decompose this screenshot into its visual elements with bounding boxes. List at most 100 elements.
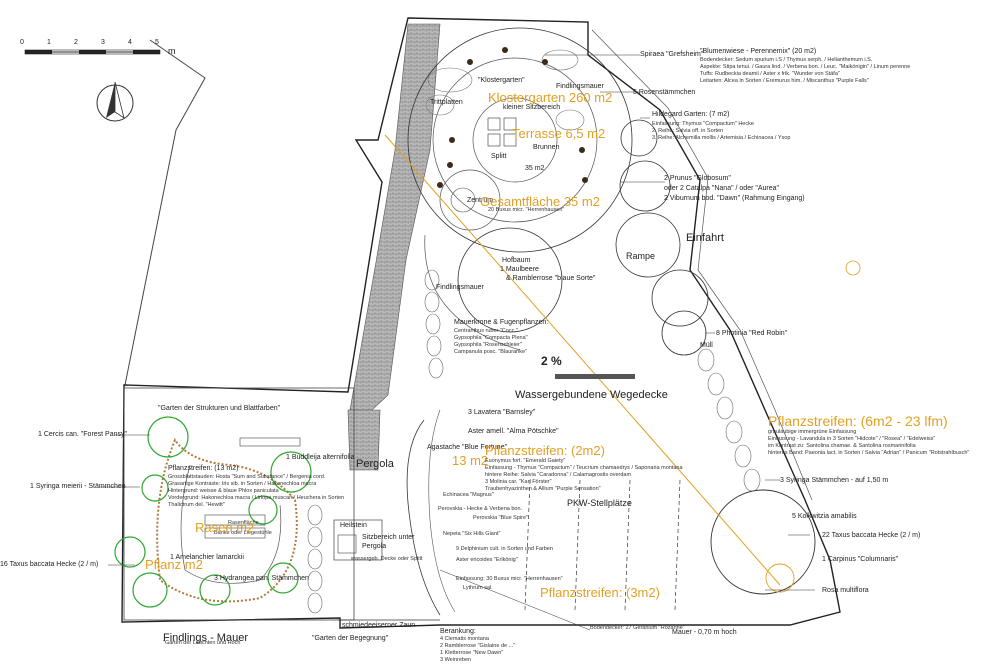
label-molinia: 3 Molinia car. "Karl Förster" [485, 479, 552, 485]
berankung-item: 3 Weinreben [440, 657, 472, 663]
scale-bar [24, 49, 161, 55]
label-findlings-mauer: Findlings - Mauer [163, 632, 248, 644]
label-mauer-070: Mauer - 0,70 m hoch [672, 629, 737, 636]
left-line: Thalictrum del. "Hewitt" [168, 502, 225, 508]
label-pergola: Pergola [356, 458, 394, 470]
berankung-lines: 4 Clematis montana 2 Ramblerrose "Gislai… [440, 636, 515, 664]
hildegard-line: 3. Reihe: Alchemilla mollis / Artemisia … [652, 135, 791, 141]
hildegard-lines: Einfassung: Thymus "Compactum" Hecke 2. … [652, 121, 790, 142]
label-einfassung-mid: Einfassung - Thymus "Compactum" / Teucri… [485, 465, 683, 471]
left-line: Hintergrund: weisse & blaue Phlox panicu… [168, 488, 279, 494]
left-garden-lines: Grossblattstauden: Hosta "Sum and Substa… [168, 474, 344, 509]
label-catalpa: oder 2 Catalpa "Nana" / oder "Aurea" [664, 185, 780, 192]
left-line: Grasartige Kontraste: Iris sib. in Sorte… [168, 481, 317, 487]
label-sitzbereich2: Pergola [362, 543, 387, 550]
scale-tick-4: 4 [128, 39, 132, 46]
leader-lines [100, 54, 815, 631]
label-lavatera: 3 Lavatera "Barnsley" [468, 409, 536, 416]
label-berankung-title: Berankung: [440, 628, 476, 635]
label-kolkwitzia: 5 Kolkwitzia amabilis [792, 513, 857, 520]
berankung-item: 1 Kletterrose "New Dawn" [440, 650, 504, 656]
berankung-item: 4 Clematis montana [440, 636, 489, 642]
blumen-line: Aspekte: Stipa tenui. / Gaura lind. / Ve… [700, 64, 911, 70]
label-wassergeb: wassergeb. Decke oder Splitt [351, 556, 423, 562]
label-pflanzstreifen-2m2: Pflanzstreifen: (2m2) [485, 443, 605, 458]
label-area35: 35 m2 [525, 165, 545, 172]
ps6-line: im Kontrast zu: Santolina chamae. & Sant… [768, 443, 916, 449]
label-zentrum-sub: 20 Buxus micr. "Herrenhausen" [488, 207, 565, 213]
label-klostergarten: "Klostergarten" [478, 77, 525, 84]
label-garten-strukturen: "Garten der Strukturen und Blattfarben" [158, 405, 281, 412]
label-ramblerrose: & Ramblerrose "blaue Sorte" [506, 275, 596, 282]
label-euonymus: Euonymus fort. "Emerald Gaiety" [485, 458, 566, 464]
label-einfassung30: Einfassung: 30 Buxus micr. "Herrenhausen… [456, 576, 563, 582]
north-arrow-icon [96, 81, 134, 122]
property-boundary [121, 17, 841, 629]
label-prunus: 2 Prunus "Globosum" [664, 175, 731, 182]
label-pflanzstreifen-left: Pflanzstreifen: (13 m2) [168, 465, 239, 472]
label-taxus-left: 16 Taxus baccata Hecke (2 / m) [0, 561, 99, 568]
scale-tick-5: 5 [155, 39, 159, 46]
label-m2-13: 13 m2 [452, 453, 489, 468]
blumen-line: Tuffs: Rudbeckia deamii / Aster x frik. … [700, 71, 840, 77]
blumen-line: Bodendecker: Sedum spurium i.S / Thymus … [700, 57, 873, 63]
ps6-line: hinteres Band: Paeonia lact. in Sorten /… [768, 450, 970, 456]
label-maulbeere: 1 Maulbeere [500, 266, 539, 273]
label-hildegard: Hildegard Garten: (7 m2) [652, 111, 730, 118]
label-garten-leuchten: "Garten der Leuchten und Hoch [163, 640, 241, 646]
left-garden [123, 387, 355, 621]
scale-tick-2: 2 [74, 39, 78, 46]
label-rosenstaemmchen: 5 Rosenstämmchen [633, 89, 696, 96]
tree-circles-green [114, 416, 312, 608]
label-cercis: 1 Cercis can. "Forest Pansy" [38, 431, 128, 438]
ps6-line: graulaubige immergrüne Einfassung [768, 429, 857, 435]
parking-lines [524, 479, 681, 611]
label-muell: Müll [700, 342, 713, 349]
label-photinia: 8 Photinia "Red Robin" [716, 330, 788, 337]
label-traubenhyazinthen: Traubenhyazinthen & Allium "Purple Sensa… [485, 486, 601, 492]
label-syringa-left: 1 Syringa meierii - Stämmchen [30, 483, 126, 490]
label-brunnen: Brunnen [533, 144, 560, 151]
label-rampe: Rampe [626, 251, 656, 261]
label-findlingsmauer-top: Findlingsmauer [556, 83, 604, 90]
label-viburnum: 2 Viburnum bod. "Dawn" (Rahmung Eingang) [664, 195, 805, 202]
scale-unit: m [168, 46, 176, 56]
label-perovskia1: Perovskia - Hecke & Verbena bon. [438, 506, 523, 512]
left-line: Grossblattstauden: Hosta "Sum and Substa… [168, 474, 326, 480]
mauerkrone-lines: Centranthus ruber "Cocc." Gypsophila "Co… [454, 328, 528, 356]
shrub-dots [437, 47, 588, 188]
label-pkw: PKW-Stellplätze [567, 498, 632, 508]
label-hofbaum: Hofbaum [502, 257, 531, 264]
mauerkrone-item: Campanula posc. "Blauranke" [454, 349, 528, 355]
label-echinacea: Echinacea "Magnus" [443, 492, 494, 498]
label-baenke: Bänke oder Liegestühle [214, 530, 272, 536]
label-delphinium: 9 Delphinium cult. in Sorten und Farben [456, 546, 553, 552]
label-syringa-right: 3 Syringa Stämmchen - auf 1,50 m [780, 477, 889, 484]
label-hydrangea: 3 Hydrangea pan. Stämmchen [214, 575, 309, 582]
label-rasenflaeche: Rasenfläche [228, 520, 259, 526]
scale-tick-1: 1 [47, 39, 51, 46]
label-trittplatten: Trittplatten [430, 99, 463, 106]
hofbaum-area [424, 227, 563, 351]
label-hintere-reihe-mid: hintere Reihe: Salvia "Caradonna" / Cala… [485, 472, 632, 478]
label-rosa-multiflora: Rosa multiflora [822, 587, 869, 594]
label-perovskia2: Perovskia "Blue Spire" [473, 515, 528, 521]
mauerkrone-item: Gypsophila "Rosenschleier" [454, 342, 522, 348]
label-spiraea: Spiraea "Grefsheim" [640, 51, 704, 58]
label-aster-amell: Aster amell. "Alma Pötschke" [468, 428, 559, 435]
label-garten-begegnung: "Garten der Begegnung" [312, 635, 389, 642]
scale-tick-0: 0 [20, 39, 24, 46]
left-line: Vordergrund: Hakonechloa macra / Liriope… [168, 495, 345, 501]
label-bodendecker-bottom: Bodendecker: 27 Geranium "Rozanne" [590, 625, 685, 631]
hildegard-line: 2. Reihe: Salvia off. in Sorten [652, 128, 724, 134]
label-splitt: Splitt [491, 153, 507, 160]
paved-strip [349, 23, 441, 411]
label-sitzbereich: Sitzbereich unter [362, 534, 415, 541]
blumen-line: Leitarten: Alcea in Sorten / Eremurus hi… [700, 78, 869, 84]
label-findlingsmauer: Findlingsmauer [436, 284, 484, 291]
ps6-lines: graulaubige immergrüne Einfassung Einfas… [768, 429, 969, 457]
label-lythrum: Lythrum sal. [463, 585, 493, 591]
label-blumenwiese: "Blumenwiese - Perennemix" (20 m2) [700, 48, 817, 55]
scale-tick-3: 3 [101, 39, 105, 46]
